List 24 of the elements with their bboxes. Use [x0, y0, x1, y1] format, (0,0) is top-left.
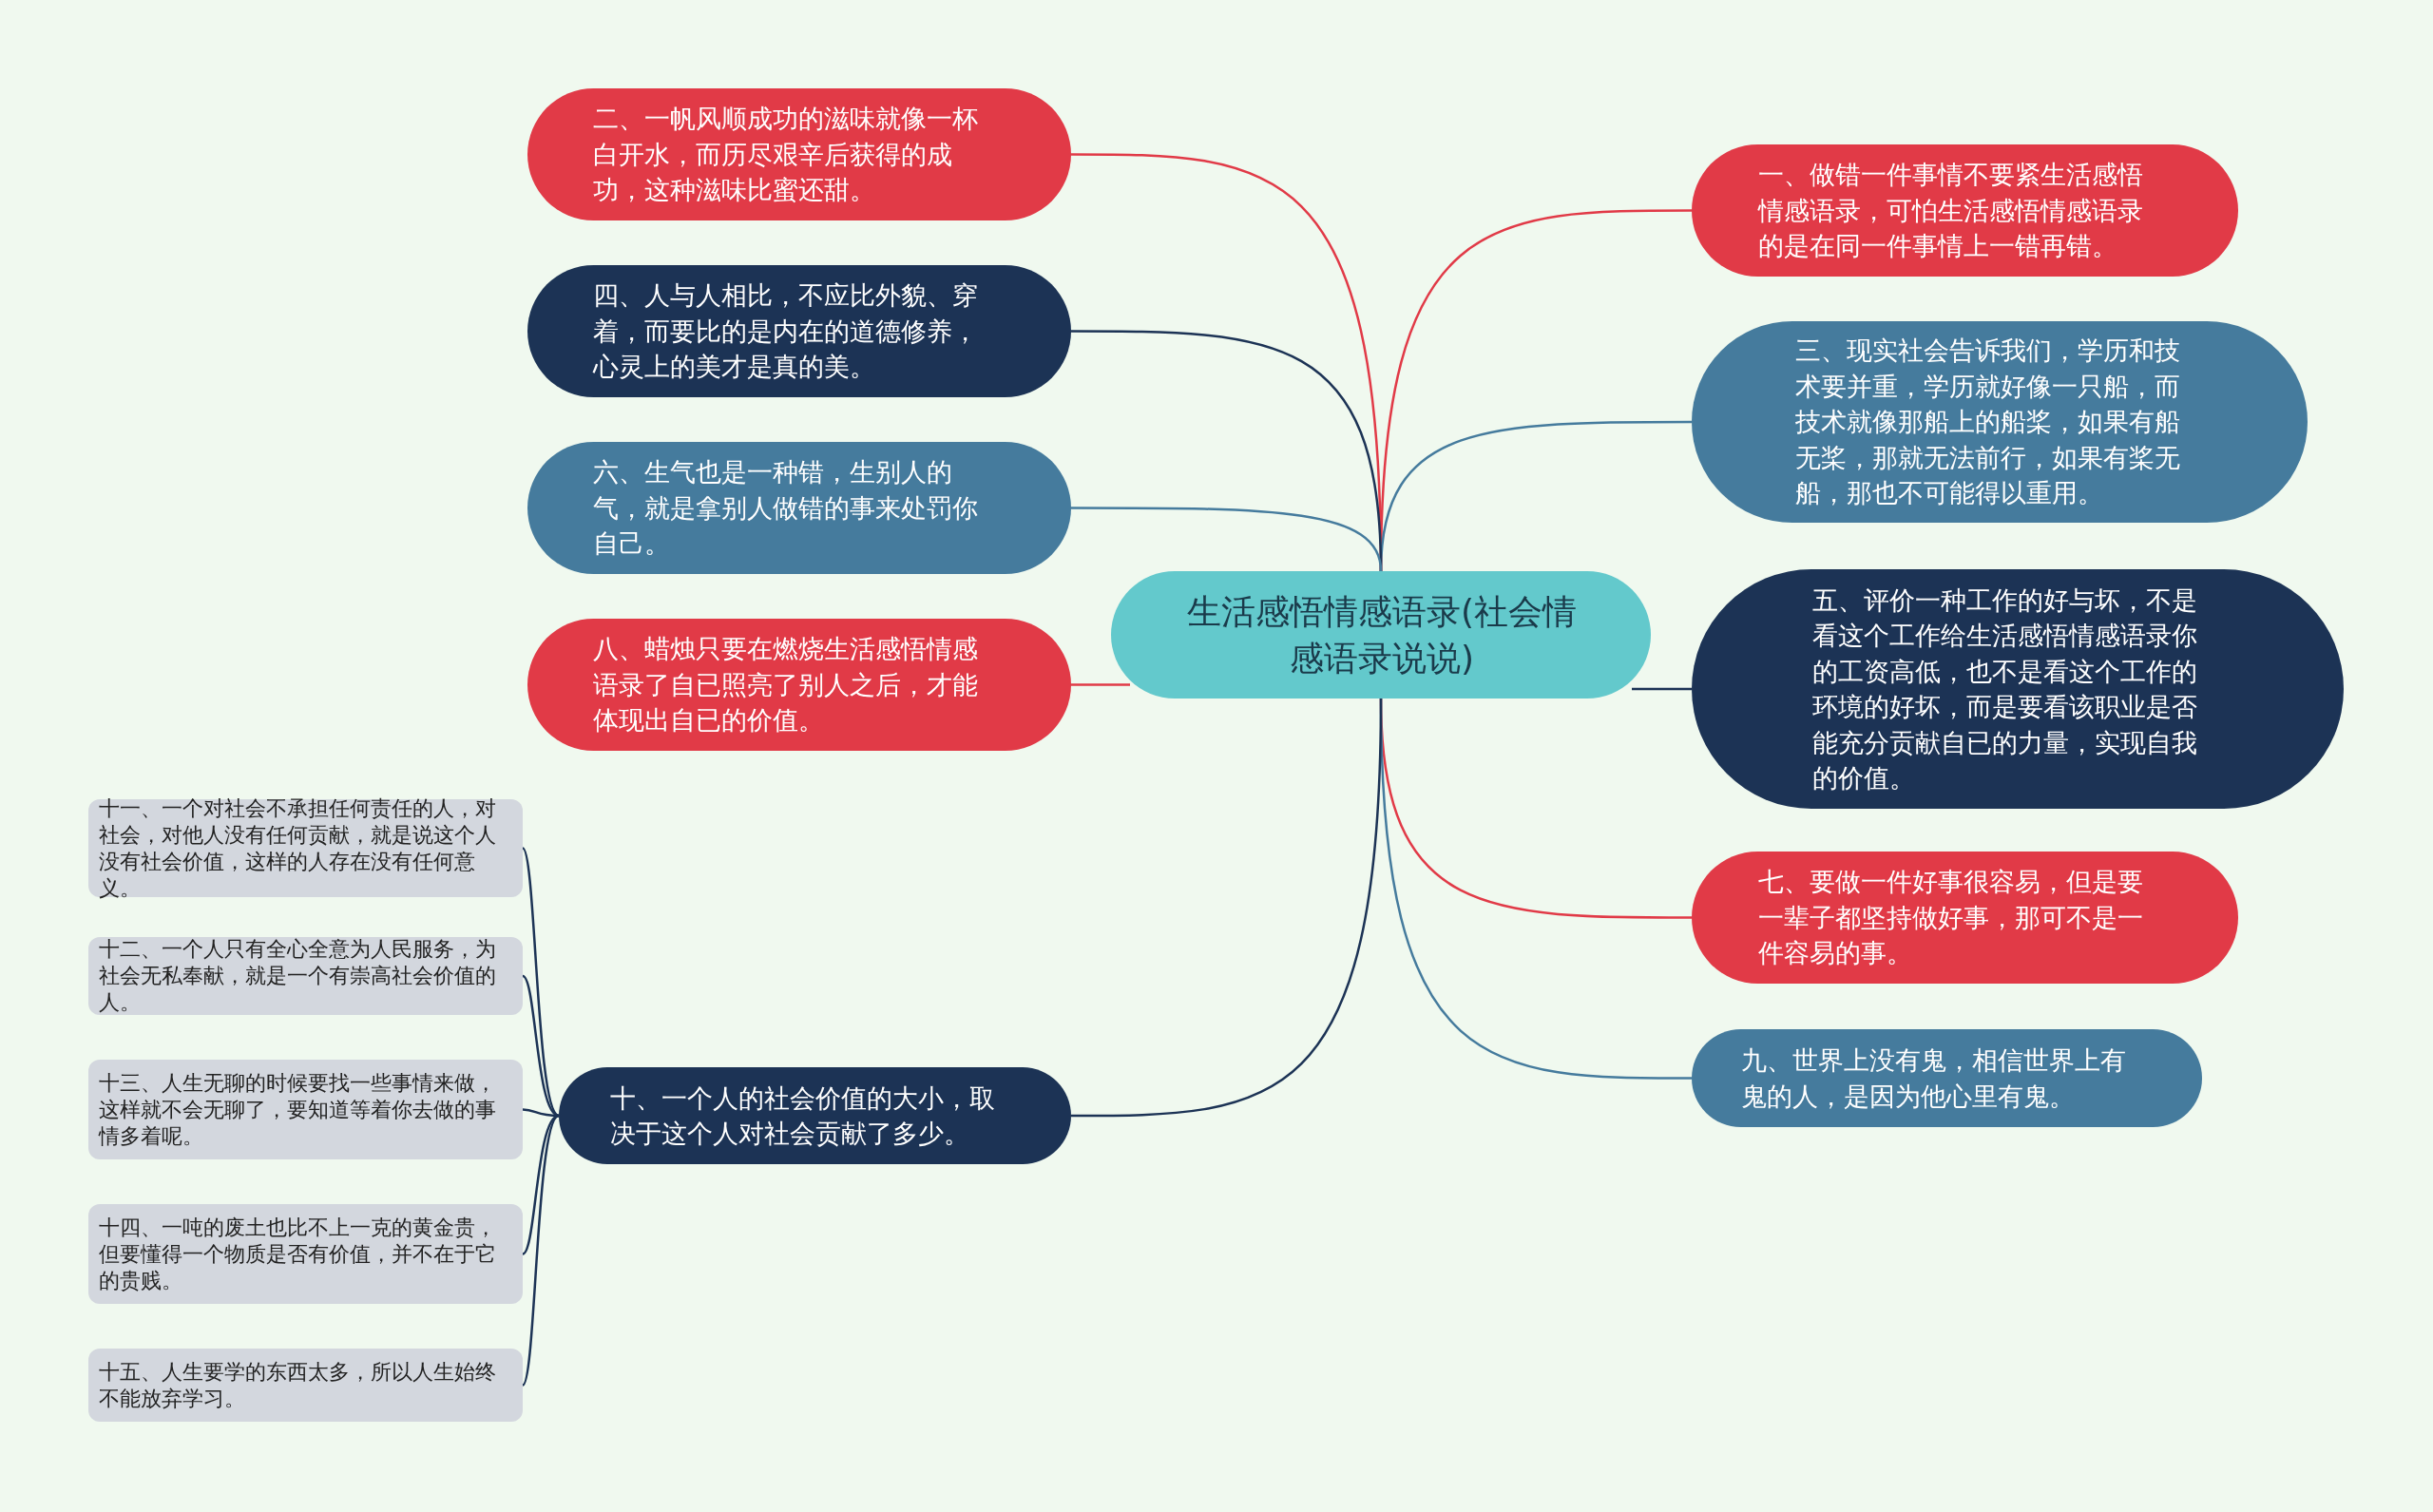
connector-line [522, 975, 560, 1118]
note-card: 十五、人生要学的东西太多，所以人生始终不能放弃学习。 [88, 1349, 523, 1422]
connector-line [522, 1114, 560, 1255]
note-card: 十四、一吨的废土也比不上一克的黄金贵，但要懂得一个物质是否有价值，并不在于它的贵贱。 [88, 1204, 523, 1304]
note-card: 十二、一个人只有全心全意为人民服务，为社会无私奉献，就是一个有崇高社会价值的人。 [88, 937, 523, 1015]
topic-bubble: 七、要做一件好事很容易，但是要一辈子都坚持做好事，那可不是一件容易的事。 [1692, 852, 2238, 984]
topic-bubble: 四、人与人相比，不应比外貌、穿着，而要比的是内在的道德修养，心灵上的美才是真的美。 [527, 265, 1071, 397]
topic-bubble: 三、现实社会告诉我们，学历和技术要并重，学历就好像一只船，而技术就像那船上的船桨，如果有船无桨，那就无法前行，如果有桨无船，那也不可能得以重用。 [1692, 321, 2308, 523]
connector-line [521, 847, 560, 1117]
connector-line [521, 1115, 560, 1387]
topic-bubble: 五、评价一种工作的好与坏，不是看这个工作给生活感悟情感语录你的工资高低，也不是看这个工作的环境的好坏，而是要看该职业是否能充分贡献自已的力量，实现自我的价值。 [1692, 569, 2344, 809]
topic-bubble: 八、蜡烛只要在燃烧生活感悟情感语录了自已照亮了别人之后，才能体现出自已的价值。 [527, 619, 1071, 751]
note-card: 十一、一个对社会不承担任何责任的人，对社会，对他人没有任何贡献，就是说这个人没有社会价值，这样的人存在没有任何意义。 [88, 799, 523, 897]
topic-bubble: 二、一帆风顺成功的滋味就像一杯白开水，而历尽艰辛后获得的成功，这种滋味比蜜还甜。 [527, 88, 1071, 220]
topic-bubble: 六、生气也是一种错，生别人的气，就是拿别人做错的事来处罚你自己。 [527, 442, 1071, 574]
connector-line [1632, 687, 1692, 691]
connector-line [1071, 698, 1383, 1118]
topic-bubble: 十、一个人的社会价值的大小，取决于这个人对社会贡献了多少。 [559, 1067, 1071, 1164]
connector-line [1071, 507, 1383, 572]
topic-bubble: 九、世界上没有鬼，相信世界上有鬼的人，是因为他心里有鬼。 [1692, 1029, 2202, 1127]
note-card: 十三、人生无聊的时候要找一些事情来做，这样就不会无聊了，要知道等着你去做的事情多着呢。 [88, 1060, 523, 1159]
topic-bubble: 一、做错一件事情不要紧生活感悟情感语录，可怕生活感悟情感语录的是在同一件事情上一错再错。 [1692, 144, 2238, 277]
central-topic: 生活感悟情感语录(社会情感语录说说) [1111, 571, 1651, 699]
connector-line [1071, 683, 1130, 686]
